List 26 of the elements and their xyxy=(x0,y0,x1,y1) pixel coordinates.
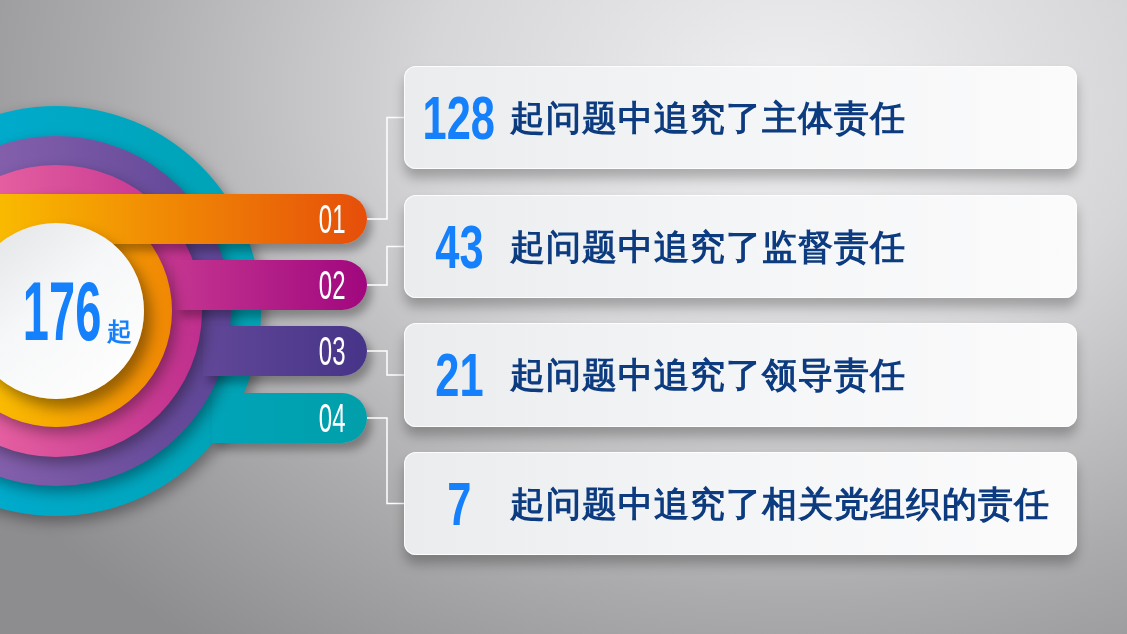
step-number: 01 xyxy=(318,199,345,239)
tab-band xyxy=(203,326,367,376)
count-number: 7 xyxy=(446,472,472,535)
tab-band xyxy=(175,260,367,310)
connector-line xyxy=(366,116,405,220)
step-number: 04 xyxy=(318,398,345,438)
connector-line xyxy=(366,350,405,376)
count-number: 128 xyxy=(422,86,496,149)
connector-line xyxy=(366,245,405,286)
unit-text: 起 xyxy=(107,319,132,344)
description-text: 起问题中追究了领导责任 xyxy=(510,354,906,396)
card xyxy=(404,195,1077,298)
tab-band xyxy=(0,194,367,244)
description-text: 起问题中追究了监督责任 xyxy=(510,225,906,268)
connector-line xyxy=(366,417,405,505)
card xyxy=(404,66,1077,169)
count-number: 21 xyxy=(434,344,484,406)
count-number: 43 xyxy=(434,215,484,278)
step-number: 03 xyxy=(318,331,345,371)
description-text: 起问题中追究了相关党组织的责任 xyxy=(510,482,1050,525)
step-number: 02 xyxy=(318,265,345,305)
card xyxy=(404,323,1077,427)
total-number: 176 xyxy=(22,269,102,353)
card xyxy=(404,452,1077,555)
tab-band xyxy=(212,393,367,443)
description-text: 起问题中追究了主体责任 xyxy=(510,96,906,139)
